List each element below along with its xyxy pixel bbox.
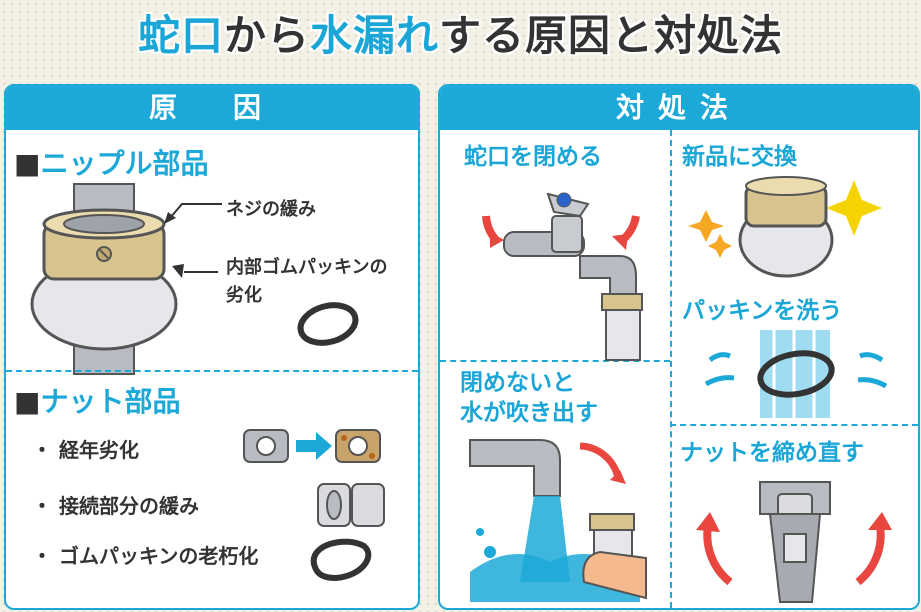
new-part-illustration [688, 176, 882, 278]
packing-label-line1: 内部ゴムパッキンの [226, 257, 388, 278]
nipple-illustration [30, 183, 178, 375]
causes-header: 原 因 [6, 86, 418, 130]
spray-warning-line2: 水が吹き出す [460, 400, 598, 426]
causes-divider [6, 370, 418, 372]
spray-warning-line1: 閉めないと [460, 370, 575, 396]
packing-degradation-label: 内部ゴムパッキンの 劣化 [226, 254, 387, 310]
worn-packing-icon [310, 538, 372, 582]
title-part-rest: する原因と対処法 [439, 11, 784, 61]
nut-aging-icon [243, 429, 381, 463]
square-bullet: ■ [14, 385, 41, 418]
pointer-arrow-icon [172, 264, 218, 278]
replace-label: 新品に交換 [682, 144, 797, 170]
wash-packing-label: パッキンを洗う [682, 298, 843, 324]
nut-cause-item: ・ ゴムパッキンの老朽化 [32, 544, 259, 568]
page-title: 蛇口から水漏れする原因と対処法 [0, 2, 921, 63]
title-part-from: から [223, 11, 310, 61]
loose-connection-icon [317, 483, 385, 527]
square-bullet: ■ [14, 147, 41, 180]
solutions-panel: 対処法 蛇口を閉める 新品に交換 パッキンを洗う [438, 84, 920, 610]
nut-cause-item: ・ 接続部分の緩み [32, 494, 199, 518]
loose-screw-label: ネジの緩み [226, 199, 316, 220]
nut-cause-item: ・ 経年劣化 [32, 438, 139, 462]
solutions-divider-left [440, 360, 670, 362]
solutions-divider-vertical [670, 130, 672, 608]
tighten-nut-label: ナットを締め直す [680, 440, 864, 466]
title-part-faucet: 蛇口 [137, 11, 224, 61]
wash-packing-illustration [704, 330, 888, 418]
water-spray-illustration [469, 439, 647, 602]
wrench-illustration [696, 481, 892, 603]
nut-title-text: ナット部品 [40, 385, 181, 418]
solutions-header: 対処法 [440, 86, 918, 130]
faucet-illustration [482, 192, 643, 361]
spray-warning-label: 閉めないと 水が吹き出す [460, 368, 598, 428]
nipple-section-title: ■ニップル部品 [14, 142, 208, 182]
causes-panel: 原 因 ■ニップル部品 ネジの緩み 内部ゴムパッキンの 劣化 ■ナット部品 ・ … [4, 84, 420, 610]
title-part-leak: 水漏れ [309, 11, 440, 61]
solutions-divider-right [670, 424, 918, 426]
close-tap-label: 蛇口を閉める [464, 144, 602, 170]
nut-section-title: ■ナット部品 [14, 380, 180, 420]
pointer-arrow-icon [164, 203, 222, 224]
rubber-ring-icon [297, 302, 359, 346]
nipple-title-text: ニップル部品 [40, 147, 209, 180]
packing-label-line2: 劣化 [226, 285, 262, 306]
